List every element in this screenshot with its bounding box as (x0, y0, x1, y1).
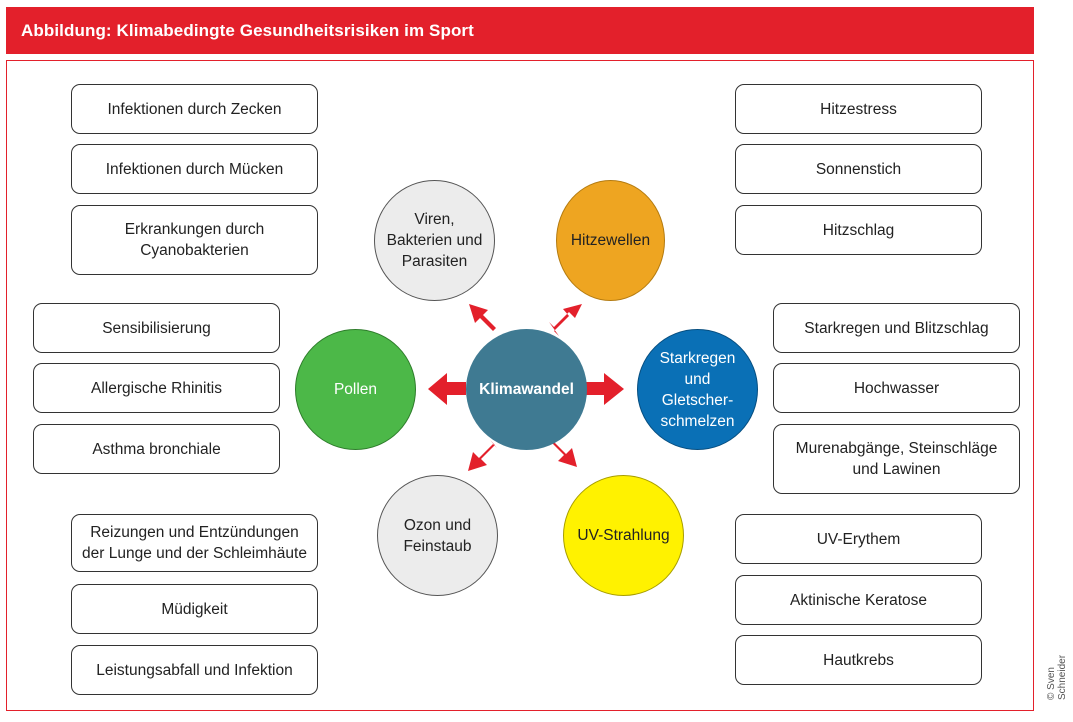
center-node-klimawandel: Klimawandel (466, 329, 587, 450)
effect-label: Starkregen und Blitzschlag (804, 319, 989, 337)
node-uv-label: UV-Strahlung (577, 527, 670, 544)
effect-box-uv-3: Hautkrebs (735, 635, 982, 685)
effect-label: Müdigkeit (161, 600, 228, 618)
effect-label: Infektionen durch Zecken (107, 100, 282, 118)
effect-box-viren-2: Infektionen durch Mücken (71, 144, 318, 194)
node-hitzewellen: Hitzewellen (556, 180, 665, 301)
node-viren-label: Viren, Bakterien und Parasiten (386, 211, 483, 270)
node-starkregen: Starkregen und Gletscher- schmelzen (637, 329, 758, 450)
effect-label: Asthma bronchiale (92, 440, 221, 458)
effect-label: UV-Erythem (816, 530, 901, 548)
effect-label: Hautkrebs (823, 651, 894, 669)
effect-label: Sonnenstich (815, 160, 902, 178)
arrow-up-left (469, 304, 500, 335)
effect-label: Reizungen und Entzündungen der Lunge und… (82, 524, 307, 562)
effect-label: Allergische Rhinitis (91, 379, 222, 397)
effect-box-starkregen-1: Starkregen und Blitzschlag (773, 303, 1020, 353)
effect-box-uv-2: Aktinische Keratose (735, 575, 982, 625)
node-ozon: Ozon und Feinstaub (377, 475, 498, 596)
diagram-frame (6, 60, 1034, 711)
arrow-up-right (549, 304, 582, 336)
node-ozon-label: Ozon und Feinstaub (403, 516, 472, 555)
effect-box-pollen-2: Allergische Rhinitis (33, 363, 280, 413)
effect-box-pollen-3: Asthma bronchiale (33, 424, 280, 474)
effect-box-pollen-1: Sensibilisierung (33, 303, 280, 353)
effect-label: Hochwasser (853, 379, 940, 397)
effect-box-ozon-3: Leistungsabfall und Infektion (71, 645, 318, 695)
node-hitzewellen-label: Hitzewellen (570, 232, 651, 249)
effect-box-starkregen-2: Hochwasser (773, 363, 1020, 413)
effect-box-viren-1: Infektionen durch Zecken (71, 84, 318, 134)
effect-box-hitze-3: Hitzschlag (735, 205, 982, 255)
effect-label: Infektionen durch Mücken (105, 160, 284, 178)
effect-box-ozon-2: Müdigkeit (71, 584, 318, 634)
figure-title: Abbildung: Klimabedingte Gesundheitsrisi… (21, 20, 474, 40)
node-pollen-label: Pollen (333, 381, 378, 398)
node-starkregen-label: Starkregen und Gletscher- schmelzen (659, 349, 736, 430)
arrow-left (428, 373, 466, 405)
node-uv: UV-Strahlung (563, 475, 684, 596)
effect-label: Hitzestress (820, 100, 897, 118)
effect-box-viren-3: Erkrankungen durch Cyanobakterien (71, 205, 318, 275)
effect-label: Murenabgänge, Steinschläge und Lawinen (795, 440, 998, 478)
arrow-down-right (548, 436, 577, 467)
effect-box-uv-1: UV-Erythem (735, 514, 982, 564)
effect-box-ozon-1: Reizungen und Entzündungen der Lunge und… (71, 514, 318, 572)
node-pollen: Pollen (295, 329, 416, 450)
effect-box-starkregen-3: Murenabgänge, Steinschläge und Lawinen (773, 424, 1020, 494)
node-viren: Viren, Bakterien und Parasiten (374, 180, 495, 301)
effect-label: Erkrankungen durch Cyanobakterien (124, 221, 265, 259)
center-label: Klimawandel (479, 381, 574, 398)
effect-label: Aktinische Keratose (790, 591, 927, 609)
effect-label: Hitzschlag (822, 221, 895, 239)
effect-label: Sensibilisierung (102, 319, 211, 337)
effect-label: Leistungsabfall und Infektion (96, 661, 293, 679)
effect-box-hitze-1: Hitzestress (735, 84, 982, 134)
figure-header: Abbildung: Klimabedingte Gesundheitsrisi… (6, 7, 1034, 54)
effect-box-hitze-2: Sonnenstich (735, 144, 982, 194)
photo-credit: © Sven Schneider (1046, 654, 1068, 700)
arrow-right (585, 373, 624, 405)
arrow-down-left (468, 440, 497, 471)
